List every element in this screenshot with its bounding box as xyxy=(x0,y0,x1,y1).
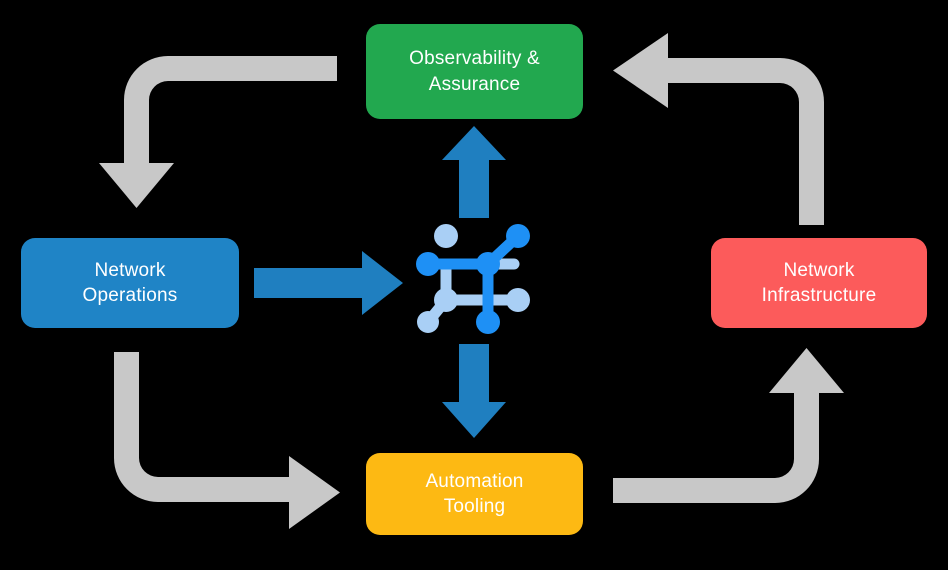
topology-nodes-secondary xyxy=(417,224,530,333)
node-network-infrastructure[interactable]: Network Infrastructure xyxy=(711,238,927,328)
node-label-automation: Automation Tooling xyxy=(425,470,524,517)
node-label-infrastructure: Network Infrastructure xyxy=(761,259,877,306)
connector-hub-to-observability xyxy=(442,126,506,218)
connector-observability-to-operations xyxy=(99,56,337,208)
network-topology-icon xyxy=(416,224,530,334)
connector-infrastructure-to-observability xyxy=(613,33,824,225)
topology-nodes-primary xyxy=(416,224,530,334)
connector-automation-to-infrastructure xyxy=(613,348,844,503)
node-automation-tooling[interactable]: Automation Tooling xyxy=(366,453,583,535)
node-label-observability: Observability & Assurance xyxy=(409,48,540,95)
node-observability-assurance[interactable]: Observability & Assurance xyxy=(366,24,583,119)
connector-hub-to-automation xyxy=(442,344,506,438)
connector-operations-to-automation xyxy=(114,352,340,529)
node-network-operations[interactable]: Network Operations xyxy=(21,238,239,328)
node-label-operations: Network Operations xyxy=(82,259,178,306)
connector-ops-to-hub xyxy=(254,251,403,315)
